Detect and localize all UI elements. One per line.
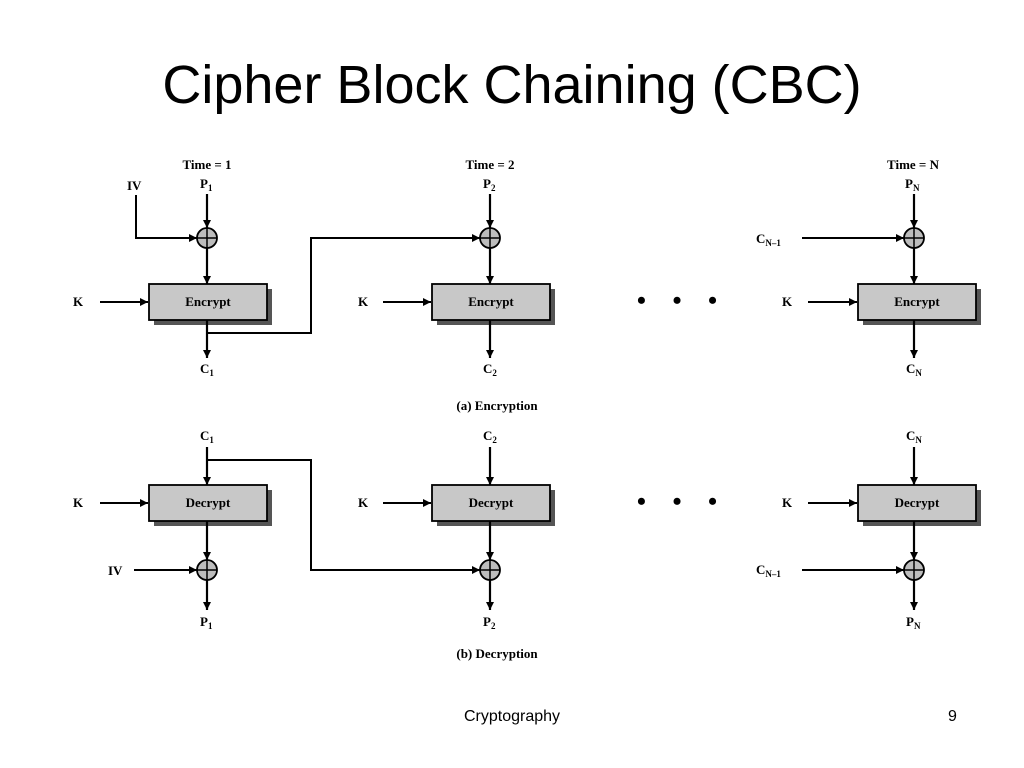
enc-cipher-label-2: C2 (483, 361, 497, 378)
encrypt-box-label-1: Encrypt (185, 294, 231, 309)
enc-iv-label: IV (127, 178, 142, 193)
dec-prev-cipher-label: CN–1 (756, 562, 781, 579)
dec-cipher-label-n: CN (906, 428, 922, 445)
encrypt-box-n: Encrypt (857, 283, 981, 325)
time-label-n: Time = N (887, 157, 940, 172)
enc-plaintext-label-2: P2 (483, 176, 496, 193)
encrypt-box-label-n: Encrypt (894, 294, 940, 309)
dec-plaintext-label-2: P2 (483, 614, 496, 631)
enc-key-label-1: K (73, 294, 84, 309)
encrypt-box-label-2: Encrypt (468, 294, 514, 309)
decrypt-box-label-2: Decrypt (469, 495, 514, 510)
enc-key-label-n: K (782, 294, 793, 309)
dec-xor-icon-2 (479, 559, 501, 581)
decrypt-box-label-1: Decrypt (186, 495, 231, 510)
enc-key-label-2: K (358, 294, 369, 309)
decrypt-box-n: Decrypt (857, 484, 981, 526)
dec-ellipsis: • • • (637, 487, 727, 516)
dec-xor-icon-1 (196, 559, 218, 581)
footer-label: Cryptography (463, 708, 561, 725)
enc-cipher-label-n: CN (906, 361, 922, 378)
enc-plaintext-label-1: P1 (200, 176, 213, 193)
enc-iv-arrow (135, 195, 197, 242)
dec-key-label-n: K (782, 495, 793, 510)
enc-prev-cipher-label: CN–1 (756, 231, 781, 248)
enc-xor-icon-2 (479, 227, 501, 249)
slide-title: Cipher Block Chaining (CBC) (162, 55, 862, 115)
decrypt-box-label-n: Decrypt (895, 495, 940, 510)
decrypt-box-2: Decrypt (431, 484, 555, 526)
encryption-section: Time = 1 Time = 2 Time = N P1 P2 PN IV C… (73, 157, 981, 413)
dec-plaintext-label-1: P1 (200, 614, 213, 631)
decryption-section: C1 C2 CN K K K Decrypt Decrypt (73, 428, 981, 661)
enc-xor-icon-1 (196, 227, 218, 249)
dec-key-label-1: K (73, 495, 84, 510)
time-label-1: Time = 1 (182, 157, 231, 172)
dec-iv-label: IV (108, 563, 123, 578)
enc-xor-icon-n (903, 227, 925, 249)
dec-cipher-label-1: C1 (200, 428, 214, 445)
enc-ellipsis: • • • (637, 286, 727, 315)
encrypt-box-2: Encrypt (431, 283, 555, 325)
dec-plaintext-label-n: PN (906, 614, 921, 631)
decryption-caption: (b) Decryption (456, 646, 538, 661)
encryption-caption: (a) Encryption (456, 398, 538, 413)
enc-cipher-label-1: C1 (200, 361, 214, 378)
time-label-2: Time = 2 (465, 157, 514, 172)
encrypt-box-1: Encrypt (148, 283, 272, 325)
dec-chain-arrow (207, 459, 480, 574)
dec-key-label-2: K (358, 495, 369, 510)
enc-chain-arrow (207, 234, 480, 334)
enc-plaintext-label-n: PN (905, 176, 920, 193)
dec-cipher-label-2: C2 (483, 428, 497, 445)
dec-xor-icon-n (903, 559, 925, 581)
page-number: 9 (948, 708, 957, 725)
decrypt-box-1: Decrypt (148, 484, 272, 526)
